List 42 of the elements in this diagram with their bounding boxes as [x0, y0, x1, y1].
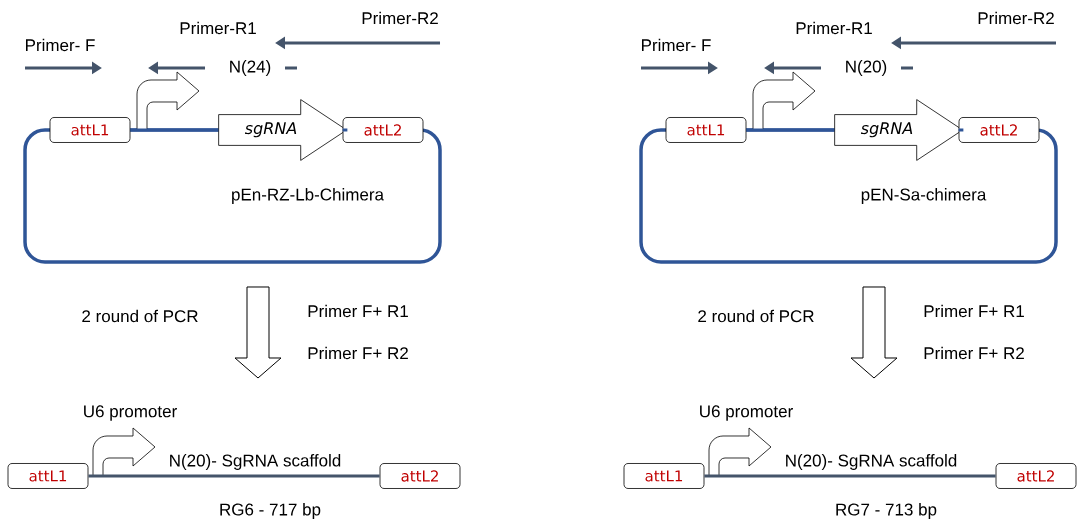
promoter-symbol	[92, 427, 156, 477]
att-site-box: attL1	[7, 463, 89, 489]
primer-label: Primer-R2	[362, 11, 438, 25]
gene-block: sgRNA	[218, 99, 348, 161]
promoter-symbol	[708, 427, 772, 477]
sequence-label: N(20)	[846, 60, 887, 76]
size-label: RG6 - 717 bp	[220, 503, 321, 519]
att-site-box: attL2	[379, 463, 461, 489]
sequence-label: N(20)- SgRNA scaffold	[170, 454, 341, 470]
primer-label: Primer-R1	[796, 21, 872, 35]
step-label: 2 round of PCR	[698, 309, 814, 323]
sequence-label: N(24)	[230, 60, 271, 76]
sequence-label: N(20)- SgRNA scaffold	[786, 454, 957, 470]
att-site-box: attL2	[958, 117, 1040, 143]
primer-label: Primer- F	[26, 38, 95, 52]
size-label: RG7 - 713 bp	[836, 503, 937, 519]
att-site-box: attL1	[49, 117, 131, 143]
att-site-box: attL2	[342, 117, 424, 143]
dna-line	[88, 474, 380, 478]
primer-pair-label: Primer F+ R1	[924, 304, 1024, 318]
promoter-symbol	[136, 71, 200, 131]
primer-label: Primer-R2	[978, 11, 1054, 25]
dna-line	[130, 128, 219, 132]
primer-label: Primer-R1	[180, 21, 256, 35]
step-label: 2 round of PCR	[82, 309, 198, 323]
att-site-box: attL1	[665, 117, 747, 143]
promoter-symbol	[752, 71, 816, 131]
gene-block: sgRNA	[834, 99, 964, 161]
att-site-box: attL2	[995, 463, 1077, 489]
primer-pair-label: Primer F+ R2	[924, 346, 1024, 360]
primer-pair-label: Primer F+ R2	[308, 346, 408, 360]
primer-pair-label: Primer F+ R1	[308, 304, 408, 318]
att-site-box: attL1	[623, 463, 705, 489]
process-arrow	[234, 286, 282, 379]
dna-line	[342, 128, 348, 132]
promoter-label: U6 promoter	[700, 405, 793, 421]
dna-line	[704, 474, 996, 478]
promoter-label: U6 promoter	[84, 405, 177, 421]
process-arrow	[850, 286, 898, 379]
dna-line	[746, 128, 835, 132]
dna-line	[958, 128, 964, 132]
primer-label: Primer- F	[642, 38, 711, 52]
